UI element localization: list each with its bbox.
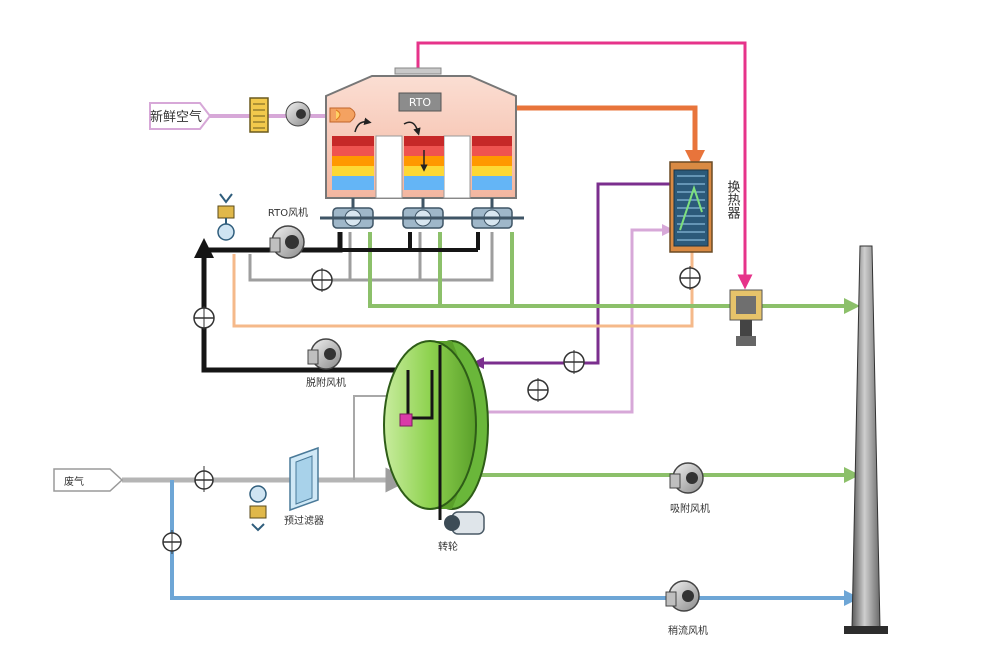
motor-icon [444,511,485,535]
blue-bypass-line [170,480,860,606]
valve-icon [194,466,214,492]
rto-top-flange [394,67,442,75]
valve-icon [193,306,215,330]
rto-unit: RTO [320,67,524,229]
chimney-stack [851,245,881,629]
pre-filter-label: 预过滤器 [284,514,324,527]
desorption-fan: 脱附风机 [306,338,346,389]
burner-icon [329,107,356,123]
rto-fan-icon [269,225,305,259]
rto-gap-1 [375,135,403,199]
desorption-fan-label: 脱附风机 [306,376,346,389]
rotor-concentrator: 转轮 [383,340,489,553]
rotor-label: 转轮 [438,540,458,553]
bypass-fan-label: 稍流风机 [668,624,708,637]
damper-icon [217,193,235,241]
chimney-icon [844,245,888,634]
valve-icon [679,266,701,290]
valve-icon [563,350,585,374]
rotor-cooling-zone-marker [399,413,413,427]
valve-icon [162,530,182,554]
waste-gas-tag [53,468,124,492]
rto-label: RTO [409,96,432,109]
valve-icon [311,268,333,292]
rotor-desorption-zone [406,370,434,420]
pink-hot-gas-line [416,41,753,290]
fresh-air-label: 新鲜空气 [150,109,202,125]
orange-hot-gas-line [516,105,705,170]
bypass-fan-icon [665,580,700,612]
heat-exchanger-label: 换热器 [725,180,741,220]
rto-valve-set-1 [332,198,374,229]
rto-flow-arrow-1 [354,117,372,133]
rotor-front-face [383,340,477,510]
rto-gap-2 [443,135,471,199]
fresh-air-inlet: 新鲜空气 [149,97,311,133]
desorption-fan-icon [307,338,342,370]
chimney-base [844,626,888,634]
lavender-cooling-line [478,224,674,414]
waste-gas-label: 废气 [64,475,84,488]
peach-return-line [232,240,694,328]
heat-exchanger-tubes [677,175,705,241]
rto-fan: RTO风机 [268,206,308,259]
damper-icon [249,485,267,532]
fresh-air-fan-icon [285,101,311,127]
rto-bed-3 [472,136,512,190]
adsorption-fan-label: 吸附风机 [670,502,710,515]
purple-desorption-line [472,182,672,369]
pre-filter: 预过滤器 [284,446,324,527]
filter-icon [249,97,269,133]
green-clean-gas-line-upper [368,232,860,314]
waste-gas-inlet: 废气 [53,468,124,492]
rto-valve-set-2 [402,198,444,229]
valve-icon [527,378,549,402]
rto-label-plate [398,92,442,112]
bypass-fan: 稍流风机 [665,580,708,637]
mixing-damper-box [729,289,763,346]
adsorption-fan-icon [669,462,704,494]
rto-bed-1 [332,136,374,190]
rto-flow-arrow-2 [403,121,421,136]
rto-valve-set-3 [471,198,513,229]
heat-exchanger: 换热器 [669,161,741,253]
pre-filter-media [295,455,313,505]
rto-fan-label: RTO风机 [268,206,308,219]
adsorption-fan: 吸附风机 [669,462,710,515]
fresh-air-tag [149,102,212,130]
valves [162,193,701,554]
